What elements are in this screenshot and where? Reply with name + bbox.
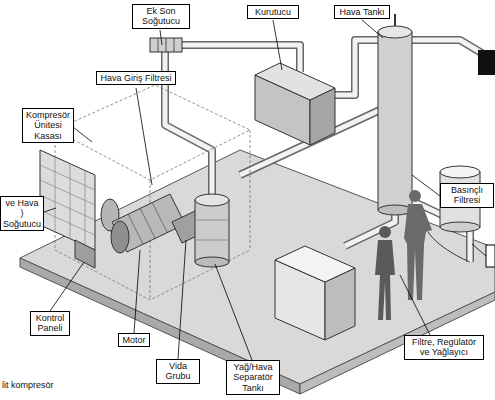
worker-head	[409, 190, 421, 202]
callout-label: Kurutucu	[250, 7, 296, 17]
cut-callout	[478, 50, 495, 75]
control-panel	[75, 240, 95, 268]
callout-box: Basınçlı Filtresi	[440, 183, 494, 208]
leader-line	[136, 88, 152, 185]
worker	[375, 226, 395, 320]
leader-lines	[44, 20, 486, 360]
figure-caption: lit kompresör	[2, 380, 54, 390]
air-tank-top	[378, 26, 412, 38]
leader-line	[44, 208, 56, 212]
air-tank	[378, 32, 412, 210]
floor-top	[20, 150, 495, 384]
leader-line	[215, 264, 252, 360]
callout-box: Filtre, Regülatör ve Yağlayıcı	[404, 335, 484, 360]
separator-bottom	[195, 257, 229, 267]
cabinet-top	[275, 246, 355, 282]
callout-box: Ek Son Soğutucu	[132, 4, 190, 29]
leader-line	[160, 30, 162, 45]
callout-label: Motor	[121, 335, 147, 345]
callout-label: Vida Grubu	[159, 361, 197, 382]
leader-line	[73, 127, 92, 142]
radiator-grid	[40, 157, 95, 246]
callout-box: Kurutucu	[247, 5, 299, 19]
leader-line	[178, 240, 186, 359]
callout-box: Motor	[118, 333, 150, 347]
callout-box: ve Hava ) Soğutucu	[0, 196, 44, 231]
floor-edge	[20, 258, 300, 394]
air-hose	[428, 232, 470, 262]
leader-line	[362, 20, 383, 38]
dryer-top	[255, 63, 335, 100]
drum-bottom	[440, 222, 480, 232]
worker-head	[379, 226, 391, 238]
aftercooler-fin	[166, 38, 167, 52]
callout-label: Ek Son Soğutucu	[135, 6, 187, 27]
aftercooler-fin	[158, 38, 159, 52]
motor-end	[111, 221, 129, 253]
radiator	[40, 150, 95, 250]
leader-line	[412, 175, 440, 196]
leader-line	[50, 262, 84, 311]
aftercooler	[150, 38, 182, 52]
callout-box: Hava Tankı	[334, 5, 390, 19]
separator-tank	[195, 200, 229, 262]
callout-label: Hava Giriş Filtresi	[99, 73, 173, 83]
callout-label: Basınçlı Filtresi	[443, 185, 491, 206]
aftercooler-fin	[174, 38, 175, 52]
callout-box: Kontrol Paneli	[30, 311, 70, 336]
callout-box: Kompresör Ünitesi Kasası	[22, 108, 74, 143]
callout-label: Yağ/Hava Separatör Tankı	[229, 362, 277, 393]
callout-box: Hava Giriş Filtresi	[96, 71, 176, 85]
air-tank-valve	[394, 14, 396, 26]
leader-line	[472, 244, 486, 256]
separator-ribs	[195, 220, 229, 240]
callout-label: Filtre, Regülatör ve Yağlayıcı	[407, 337, 481, 358]
motor-fins	[128, 202, 167, 244]
separator-top	[195, 194, 229, 206]
leader-line	[400, 275, 430, 335]
drum-top	[440, 166, 480, 178]
callout-label: ve Hava ) Soğutucu	[3, 198, 41, 229]
callout-label: Kompresör Ünitesi Kasası	[25, 110, 71, 141]
worker-body	[375, 240, 395, 320]
leader-line	[273, 20, 282, 70]
callout-label: Hava Tankı	[337, 7, 387, 17]
pipe-network	[165, 30, 490, 262]
cut-callout	[486, 245, 495, 267]
callout-label: Kontrol Paneli	[33, 313, 67, 334]
callout-box: Vida Grubu	[156, 359, 200, 384]
callout-box: Yağ/Hava Separatör Tankı	[226, 360, 280, 395]
leader-line	[134, 250, 140, 333]
worker	[404, 190, 432, 300]
worker-body	[404, 204, 432, 300]
